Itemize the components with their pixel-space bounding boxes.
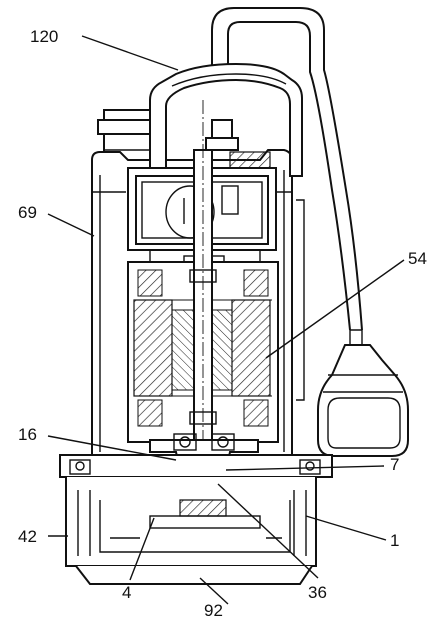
leader-69 <box>47 213 95 237</box>
handle <box>149 62 303 177</box>
callout-42: 42 <box>18 527 37 546</box>
leader-1 <box>305 515 387 541</box>
leader-120 <box>81 35 179 71</box>
callout-120: 120 <box>30 27 58 46</box>
leader-4 <box>129 517 155 581</box>
leader-92 <box>199 577 229 605</box>
callout-7: 7 <box>390 455 399 474</box>
callout-92: 92 <box>204 601 223 619</box>
callout-1: 1 <box>390 531 399 550</box>
callout-54: 54 <box>408 249 427 268</box>
pump-base <box>59 454 333 585</box>
callout-labels: 120 69 54 16 7 42 1 4 36 92 <box>18 27 427 619</box>
callout-4: 4 <box>122 583 131 602</box>
leader-lines <box>47 35 405 605</box>
leader-16 <box>47 435 177 461</box>
leader-7 <box>225 465 385 471</box>
leader-54 <box>265 259 405 359</box>
leader-36 <box>217 483 319 579</box>
float-switch <box>317 344 409 457</box>
callout-16: 16 <box>18 425 37 444</box>
callout-36: 36 <box>308 583 327 602</box>
callout-69: 69 <box>18 203 37 222</box>
